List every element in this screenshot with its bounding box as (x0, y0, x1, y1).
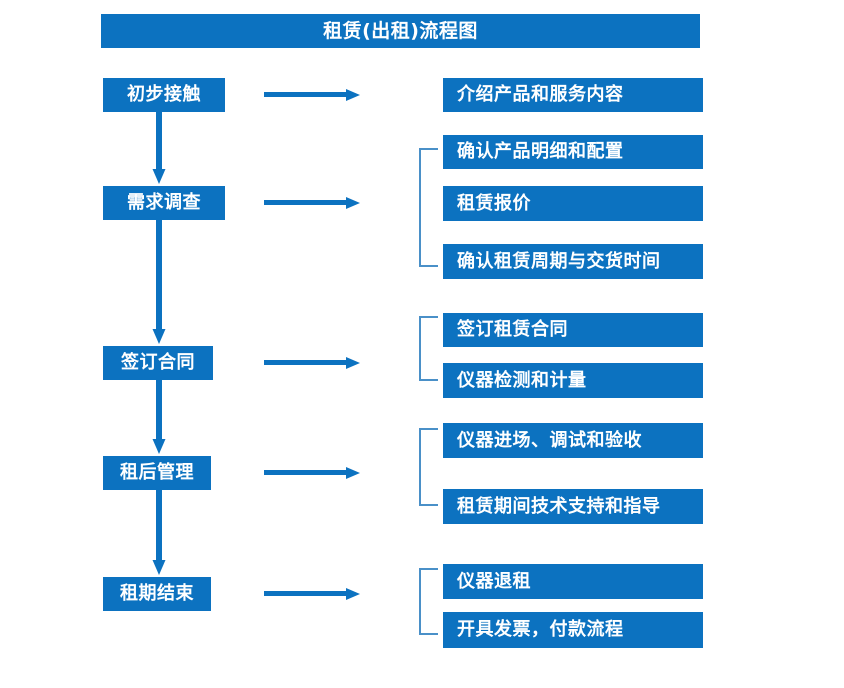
detail-label: 仪器检测和计量 (457, 369, 587, 391)
detail-box-lease-quotation[interactable]: 租赁报价 (443, 186, 703, 221)
detail-label: 仪器进场、调试和验收 (457, 429, 642, 451)
detail-label: 开具发票，付款流程 (457, 619, 624, 640)
right-arrow-lease-end (264, 588, 360, 600)
detail-box-instrument-return[interactable]: 仪器退租 (443, 564, 703, 599)
down-arrow-contact-to-survey (152, 112, 166, 184)
down-arrow-contract-to-postlease (152, 380, 166, 454)
detail-box-confirm-product-spec[interactable]: 确认产品明细和配置 (443, 135, 703, 169)
right-arrow-requirement-survey (264, 197, 360, 209)
detail-box-instrument-entry-commissioning[interactable]: 仪器进场、调试和验收 (443, 423, 703, 458)
right-arrow-post-lease-management (264, 467, 360, 479)
detail-label: 确认产品明细和配置 (457, 141, 624, 162)
detail-box-invoice-payment[interactable]: 开具发票，付款流程 (443, 612, 703, 648)
stage-box-lease-end[interactable]: 租期结束 (103, 577, 211, 611)
stage-box-sign-contract[interactable]: 签订合同 (103, 346, 213, 380)
detail-box-technical-support[interactable]: 租赁期间技术支持和指导 (443, 489, 703, 524)
bracket-post-lease-group (419, 428, 438, 506)
right-arrow-sign-contract (264, 357, 360, 369)
bracket-sign-contract-group (419, 316, 438, 381)
detail-box-confirm-lease-period[interactable]: 确认租赁周期与交货时间 (443, 244, 703, 279)
stage-label: 签订合同 (121, 352, 195, 373)
stage-box-initial-contact[interactable]: 初步接触 (103, 78, 225, 112)
detail-box-sign-lease-agreement[interactable]: 签订租赁合同 (443, 313, 703, 347)
down-arrow-postlease-to-leaseend (152, 490, 166, 575)
detail-label: 签订租赁合同 (457, 319, 568, 340)
page-title: 租赁(出租)流程图 (323, 19, 478, 42)
stage-label: 需求调查 (127, 192, 201, 213)
stage-label: 租后管理 (120, 462, 194, 483)
detail-box-instrument-inspection[interactable]: 仪器检测和计量 (443, 363, 703, 398)
stage-label: 初步接触 (127, 84, 201, 105)
detail-label: 确认租赁周期与交货时间 (457, 250, 661, 272)
stage-box-post-lease-management[interactable]: 租后管理 (103, 456, 211, 490)
down-arrow-survey-to-contract (152, 220, 166, 344)
diagram-title-banner: 租赁(出租)流程图 (101, 14, 700, 48)
stage-box-requirement-survey[interactable]: 需求调查 (103, 186, 225, 220)
detail-label: 介绍产品和服务内容 (457, 84, 624, 105)
bracket-requirement-survey-group (419, 148, 438, 267)
detail-label: 仪器退租 (457, 570, 531, 592)
bracket-lease-end-group (419, 568, 438, 635)
detail-label: 租赁报价 (457, 192, 531, 214)
detail-label: 租赁期间技术支持和指导 (457, 495, 661, 517)
right-arrow-initial-contact (264, 89, 360, 101)
detail-box-introduce-products[interactable]: 介绍产品和服务内容 (443, 78, 703, 112)
stage-label: 租期结束 (120, 583, 194, 604)
